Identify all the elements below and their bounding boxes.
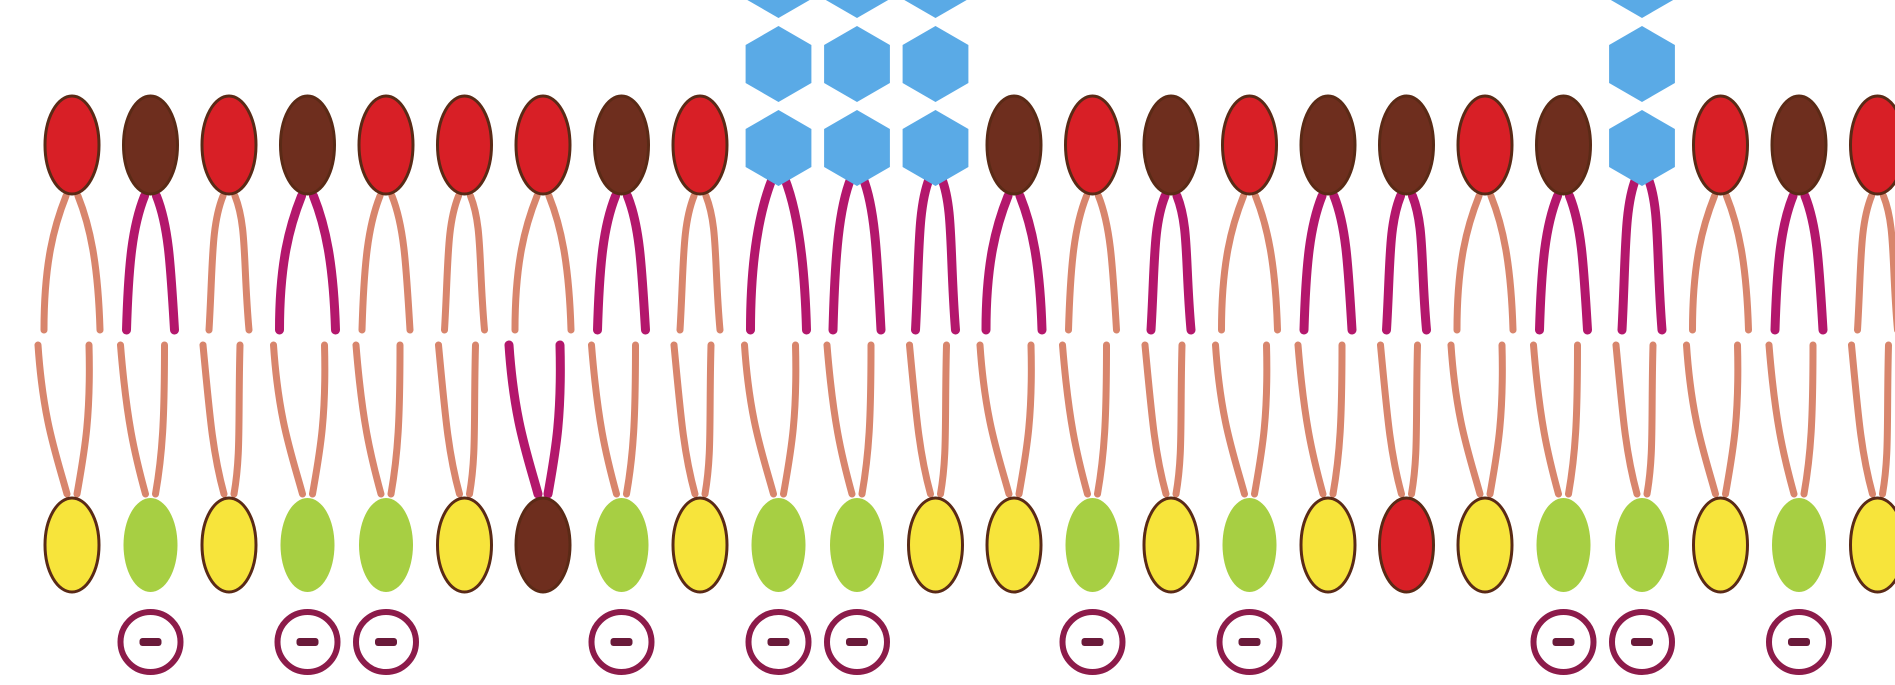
minus-sign <box>611 638 633 646</box>
phospholipid-head <box>1066 498 1120 592</box>
phospholipid-head <box>45 498 99 592</box>
negative-charge-icon <box>121 612 181 672</box>
phospholipid-head <box>909 498 963 592</box>
phospholipid-head <box>752 498 806 592</box>
negative-charge-icon <box>1534 612 1594 672</box>
phospholipid-head <box>595 498 649 592</box>
minus-sign <box>768 638 790 646</box>
phospholipid-head <box>987 96 1041 194</box>
phospholipid-head <box>673 96 727 194</box>
phospholipid-head <box>202 96 256 194</box>
phospholipid-head <box>1380 96 1434 194</box>
phospholipid-head <box>281 498 335 592</box>
phospholipid-head <box>359 498 413 592</box>
phospholipid-head <box>124 96 178 194</box>
minus-sign <box>375 638 397 646</box>
phospholipid-head <box>1301 498 1355 592</box>
phospholipid-head <box>1458 96 1512 194</box>
minus-sign <box>1631 638 1653 646</box>
phospholipid-head <box>1615 498 1669 592</box>
phospholipid-head <box>438 96 492 194</box>
phospholipid-head <box>124 498 178 592</box>
phospholipid-head <box>1694 96 1748 194</box>
phospholipid-head <box>1144 498 1198 592</box>
phospholipid-head <box>1537 498 1591 592</box>
minus-sign <box>1239 638 1261 646</box>
minus-sign <box>846 638 868 646</box>
phospholipid-head <box>830 498 884 592</box>
phospholipid-head <box>1772 498 1826 592</box>
negative-charge-icon <box>592 612 652 672</box>
phospholipid-head <box>438 498 492 592</box>
negative-charge-icon <box>278 612 338 672</box>
phospholipid-head <box>1458 498 1512 592</box>
minus-sign <box>1082 638 1104 646</box>
negative-charge-icon <box>1220 612 1280 672</box>
phospholipid-head <box>1301 96 1355 194</box>
phospholipid-head <box>1851 498 1895 592</box>
phospholipid-head <box>1223 498 1277 592</box>
phospholipid-head <box>1772 96 1826 194</box>
negative-charge-icon <box>1612 612 1672 672</box>
phospholipid-head <box>673 498 727 592</box>
phospholipid-head <box>1223 96 1277 194</box>
negative-charge-icon <box>1063 612 1123 672</box>
phospholipid-head <box>1537 96 1591 194</box>
phospholipid-head <box>1380 498 1434 592</box>
phospholipid-head <box>595 96 649 194</box>
phospholipid-head <box>1066 96 1120 194</box>
phospholipid-head <box>202 498 256 592</box>
minus-sign <box>1788 638 1810 646</box>
negative-charge-icon <box>356 612 416 672</box>
phospholipid-head <box>1144 96 1198 194</box>
minus-sign <box>297 638 319 646</box>
phospholipid-head <box>987 498 1041 592</box>
phospholipid-head <box>45 96 99 194</box>
negative-charge-icon <box>1769 612 1829 672</box>
minus-sign <box>140 638 162 646</box>
phospholipid-head <box>516 498 570 592</box>
phospholipid-head <box>1851 96 1895 194</box>
minus-sign <box>1553 638 1575 646</box>
phospholipid-head <box>1694 498 1748 592</box>
phospholipid-head <box>281 96 335 194</box>
negative-charge-icon <box>749 612 809 672</box>
phospholipid-head <box>516 96 570 194</box>
phospholipid-head <box>359 96 413 194</box>
negative-charge-icon <box>827 612 887 672</box>
